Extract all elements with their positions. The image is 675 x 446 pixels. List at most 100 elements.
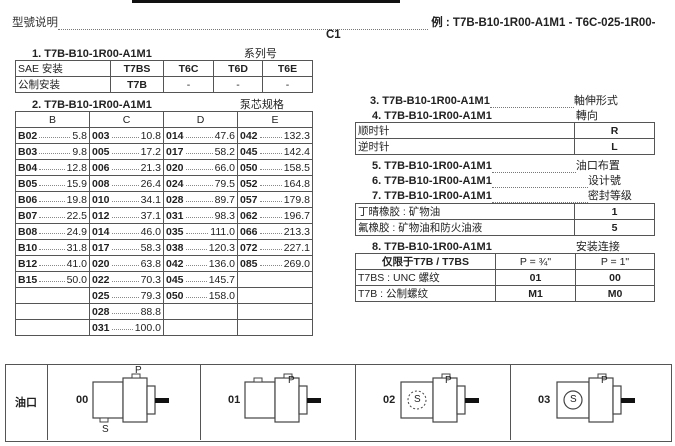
port-p-label: P [445, 375, 452, 386]
port-option-03-drawing [556, 373, 635, 423]
cartridge-cell [237, 271, 313, 288]
port-p-label: P [288, 375, 295, 386]
table-header-row: 仅限于T7B / T7BS P = ¾" P = 1" [355, 253, 655, 270]
port-s-label: S [102, 424, 109, 435]
port-p-label: P [135, 365, 142, 376]
port-option-00-label: 00 [76, 394, 89, 406]
header-label: 型號说明 [12, 17, 58, 29]
series-table: SAE 安装 T7BS T6C T6D T6E 公制安装 T7B - - - [15, 60, 313, 93]
top-rule [132, 0, 400, 3]
header-example-cont: C1 [326, 29, 341, 41]
port-option-02-drawing [400, 373, 479, 423]
table-header-row: B C D E [15, 111, 313, 128]
mounting-table: 仅限于T7B / T7BS P = ¾" P = 1" T7BS : UNC 螺… [355, 253, 655, 302]
table-row: SAE 安装 T7BS T6C T6D T6E [15, 60, 313, 77]
cartridge-cell [237, 287, 313, 304]
header-example: 例 : T7B-B10-1R00-A1M1 - T6C-025-1R00- [431, 17, 656, 29]
cartridge-cell [163, 303, 238, 320]
port-p-label: P [601, 375, 608, 386]
port-s-label: S [414, 394, 421, 405]
port-option-01-drawing [244, 373, 321, 423]
port-option-03-label: 03 [538, 394, 551, 406]
cartridge-cell [237, 319, 313, 336]
model-header: 型號说明 例 : T7B-B10-1R00-A1M1 - T6C-025-1R0… [12, 14, 662, 30]
cartridge-cell [15, 319, 90, 336]
cartridge-cell [237, 303, 313, 320]
table-row: T7BS : UNC 螺纹 01 00 [355, 269, 655, 286]
port-diagram-strip [5, 364, 672, 442]
port-s-label: S [570, 394, 577, 405]
port-option-01-label: 01 [228, 394, 241, 406]
cartridge-cell [15, 303, 90, 320]
cartridge-cell [163, 319, 238, 336]
table-row: 公制安装 T7B - - - [15, 76, 313, 93]
